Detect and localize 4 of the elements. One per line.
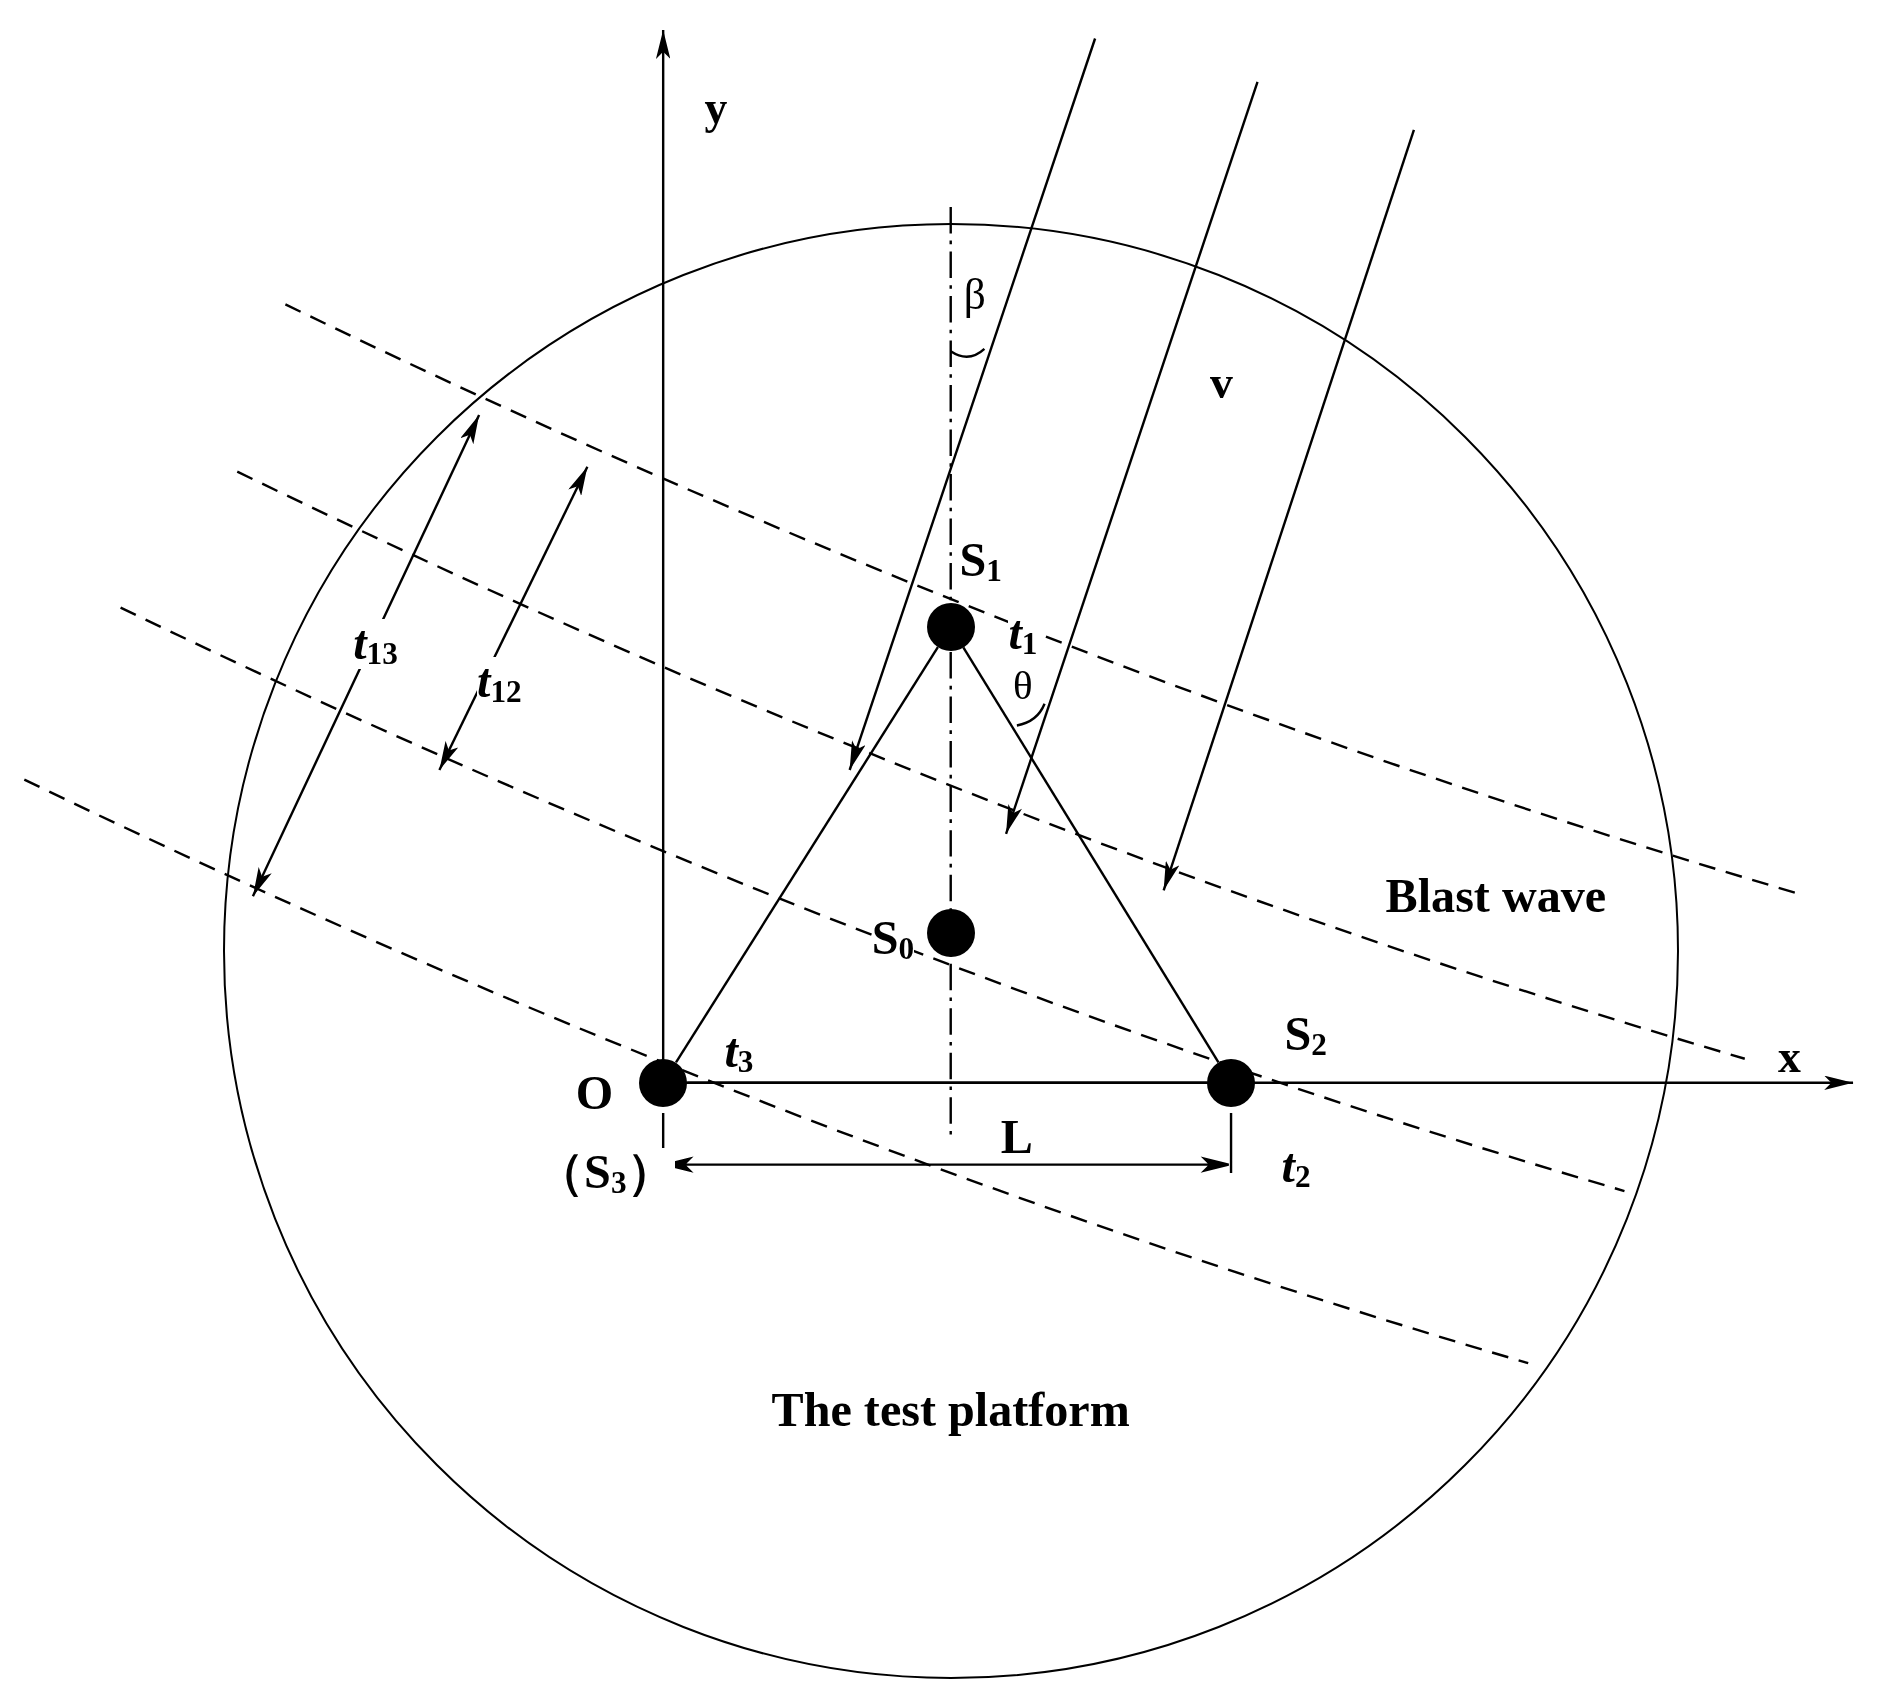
connector-line bbox=[675, 646, 939, 1064]
connector-line bbox=[687, 1081, 1207, 1084]
time-difference-label: t$_{13}$ bbox=[353, 618, 398, 669]
connector-line bbox=[962, 646, 1220, 1063]
